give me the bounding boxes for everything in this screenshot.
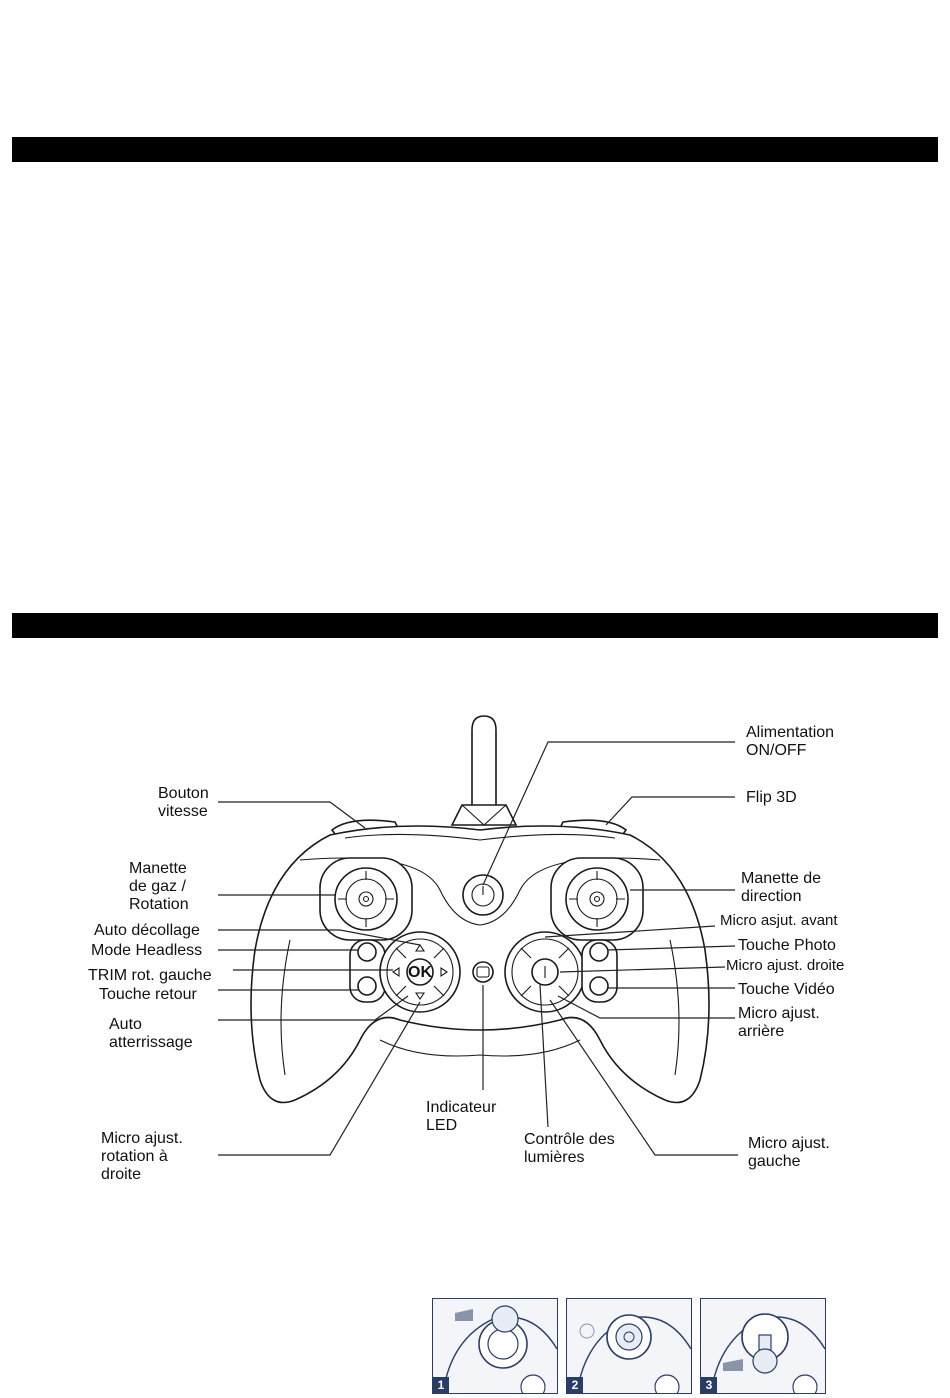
label-auto-takeoff: Auto décollage — [94, 922, 200, 939]
label-trim-left-bottom-2: gauche — [748, 1153, 801, 1170]
label-led-2: LED — [426, 1117, 457, 1134]
label-trim-rot-right-2: rotation à — [101, 1148, 168, 1165]
label-flip: Flip 3D — [746, 789, 797, 806]
label-auto-landing-2: atterrissage — [109, 1034, 193, 1051]
label-trim-back-1: Micro ajust. — [738, 1005, 820, 1022]
label-trim-rot-right-3: droite — [101, 1166, 141, 1183]
label-trim-back-2: arrière — [738, 1023, 784, 1040]
label-photo: Touche Photo — [738, 937, 836, 954]
section-header-bar — [12, 613, 938, 638]
label-lights-2: lumières — [524, 1149, 584, 1166]
label-power-2: ON/OFF — [746, 742, 807, 759]
step-thumb-1: 1 — [432, 1298, 558, 1394]
step-thumb-3: 3 — [700, 1298, 826, 1394]
label-throttle-2: de gaz / — [129, 878, 186, 895]
label-throttle-1: Manette — [129, 860, 187, 877]
label-direction-1: Manette de — [741, 870, 821, 887]
controller-diagram: OK Alimentation — [88, 715, 844, 1183]
label-trim-right: Micro ajust. droite — [726, 957, 844, 974]
label-lights-1: Contrôle des — [524, 1131, 615, 1148]
label-auto-landing-1: Auto — [109, 1016, 142, 1033]
label-return: Touche retour — [99, 986, 198, 1003]
step-illustrations: 1 2 3 — [432, 1298, 832, 1394]
label-throttle-3: Rotation — [129, 896, 189, 913]
step-number: 3 — [701, 1377, 717, 1393]
label-speed-1: Bouton — [158, 785, 209, 802]
section-header-bar — [12, 137, 938, 162]
label-trim-rot-right-1: Micro ajust. — [101, 1130, 183, 1147]
stick-base-image — [576, 1314, 691, 1393]
label-video: Touche Vidéo — [738, 981, 835, 998]
label-led-1: Indicateur — [426, 1099, 497, 1116]
ok-glyph: OK — [408, 964, 432, 981]
step-number: 2 — [567, 1377, 583, 1393]
step-number: 1 — [433, 1377, 449, 1393]
stick-install-image — [710, 1313, 825, 1393]
controller-outline: OK — [250, 715, 710, 1104]
label-trim-forward: Micro asjut. avant — [720, 912, 838, 929]
stick-removal-image — [442, 1305, 557, 1393]
step-thumb-2: 2 — [566, 1298, 692, 1394]
label-trim-left-bottom-1: Micro ajust. — [748, 1135, 830, 1152]
callout-labels: Alimentation ON/OFF Bouton vitesse Flip … — [88, 724, 844, 1183]
label-direction-2: direction — [741, 888, 801, 905]
label-trim-left: TRIM rot. gauche — [88, 967, 212, 984]
label-speed-2: vitesse — [158, 803, 208, 820]
label-power-1: Alimentation — [746, 724, 834, 741]
leader-lines — [218, 741, 738, 1156]
label-headless: Mode Headless — [91, 942, 202, 959]
